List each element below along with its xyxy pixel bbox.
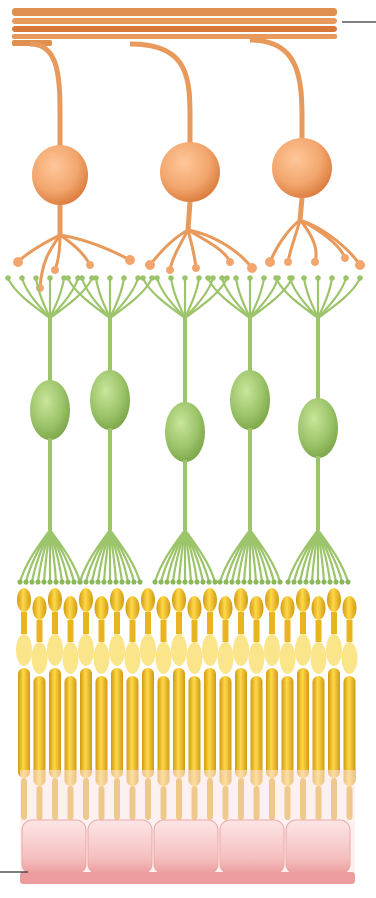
- bipolar-cell: [5, 275, 95, 584]
- epithelium-cell: [220, 820, 284, 874]
- pigment-epithelium: [20, 770, 355, 884]
- ganglion-cell-2: [130, 44, 257, 274]
- epithelium-cell: [286, 820, 350, 874]
- bipolar-cell: [205, 275, 295, 584]
- epithelium-cell: [154, 820, 218, 874]
- bipolar-cell: [273, 275, 363, 584]
- bipolar-cell: [140, 275, 230, 584]
- bipolar-cell: [65, 275, 155, 584]
- epithelium-cell: [88, 820, 152, 874]
- ganglion-cell-1: [13, 44, 135, 292]
- nerve-fiber-layer: [12, 8, 337, 46]
- epithelium-cell: [22, 820, 86, 874]
- bipolar-cell-layer: [5, 275, 363, 584]
- ganglion-cell-3: [250, 40, 365, 270]
